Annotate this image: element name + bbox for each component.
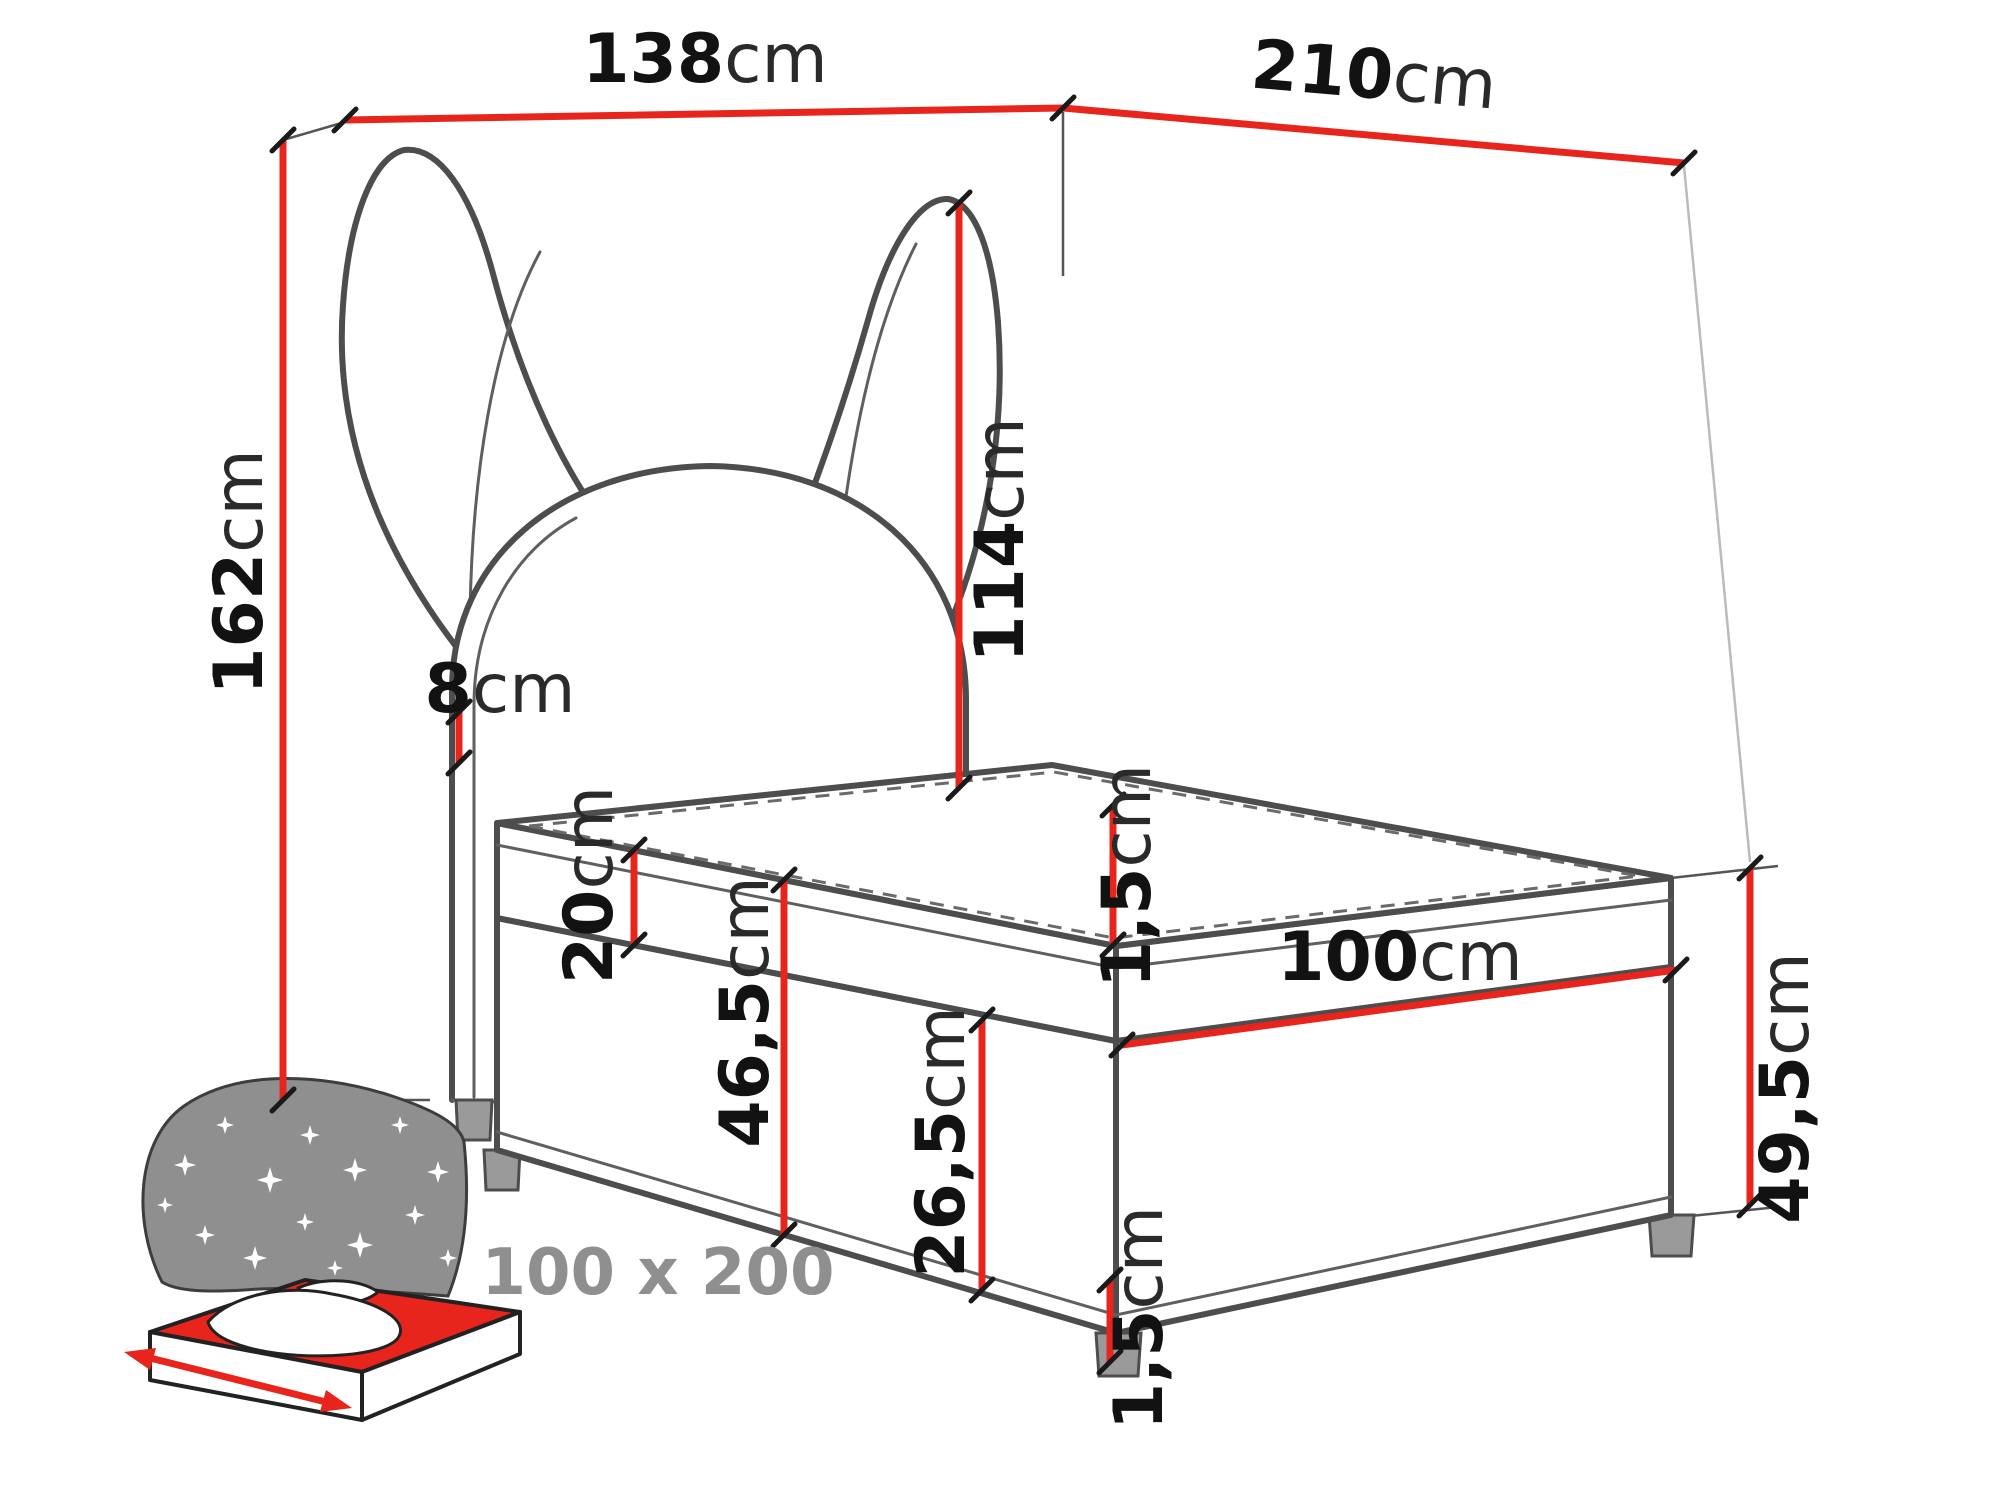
label-wall-depth: 210cm <box>1248 26 1500 126</box>
label-value: 20 <box>550 890 629 985</box>
label-value: 100 <box>1277 918 1419 997</box>
label-unit: cm <box>724 20 828 99</box>
label-value: 8 <box>425 650 472 729</box>
label-unit: cm <box>1419 918 1523 997</box>
label-unit: cm <box>961 417 1040 521</box>
label-unit: cm <box>472 650 576 729</box>
label-value: 138 <box>582 20 724 99</box>
label-unit: cm <box>1390 38 1500 126</box>
topper-seam <box>495 843 1673 970</box>
label-value: 210 <box>1248 26 1396 117</box>
label-unit: cm <box>706 876 785 980</box>
dimension-lines <box>269 94 1764 1376</box>
dimension-labels: 138cm 210cm 162cm 114cm 8cm 20cm 1,5cm 4… <box>200 20 1825 1430</box>
label-unit: cm <box>200 449 279 553</box>
inset-headboard <box>141 1077 469 1298</box>
extension-line <box>1670 864 1779 880</box>
label-unit: cm <box>550 786 629 890</box>
label-topper-edge: 1,5cm <box>1088 764 1167 988</box>
mattress-top <box>494 762 1674 949</box>
headboard-foot <box>454 1098 494 1142</box>
label-bottom-edge: 1,5cm <box>1100 1206 1179 1430</box>
label-unit: cm <box>1088 764 1167 868</box>
label-headboard-thickness: 8cm <box>425 650 576 729</box>
inset-duvet <box>206 1288 402 1358</box>
label-mattress-thickness: 20cm <box>550 786 629 984</box>
headboard-thickness-line <box>472 516 578 1099</box>
sleeping-area-inset <box>124 1077 522 1422</box>
label-value: 46,5 <box>706 980 785 1148</box>
mattress-stitch-line <box>528 770 1640 940</box>
label-bed-width: 100cm <box>1277 918 1523 997</box>
label-headboard-height: 114cm <box>961 417 1040 663</box>
wall-edge-line <box>1682 165 1752 863</box>
label-value: 114 <box>961 521 1040 663</box>
bottom-welt-seam <box>495 1130 1673 1317</box>
label-unit: cm <box>902 1006 981 1110</box>
label-value: 1,5 <box>1100 1310 1179 1430</box>
inset-base-right <box>360 1310 522 1422</box>
label-value: 162 <box>200 553 279 695</box>
width-arrow-head-right <box>320 1390 352 1412</box>
label-total-height: 162cm <box>200 449 279 695</box>
label-headboard-width: 138cm <box>582 20 828 99</box>
width-arrow-line <box>149 1354 327 1406</box>
label-value: 26,5 <box>902 1110 981 1278</box>
extension-line <box>282 120 346 142</box>
label-sleeping-area: 100 x 200 <box>481 1236 834 1310</box>
width-arrow-head-left <box>124 1348 156 1370</box>
dimension-ticks <box>269 94 1764 1376</box>
label-base-height: 26,5cm <box>902 1006 981 1277</box>
label-frame-height: 49,5cm <box>1746 952 1825 1223</box>
width-arrow <box>124 1348 352 1412</box>
label-unit: cm <box>1100 1206 1179 1310</box>
label-side-height: 46,5cm <box>706 876 785 1147</box>
label-value: 1,5 <box>1088 868 1167 988</box>
label-unit: cm <box>1746 952 1825 1056</box>
bed-leg-right <box>1647 1213 1696 1258</box>
left-ear-crease <box>468 250 542 617</box>
label-value: 49,5 <box>1746 1056 1825 1224</box>
